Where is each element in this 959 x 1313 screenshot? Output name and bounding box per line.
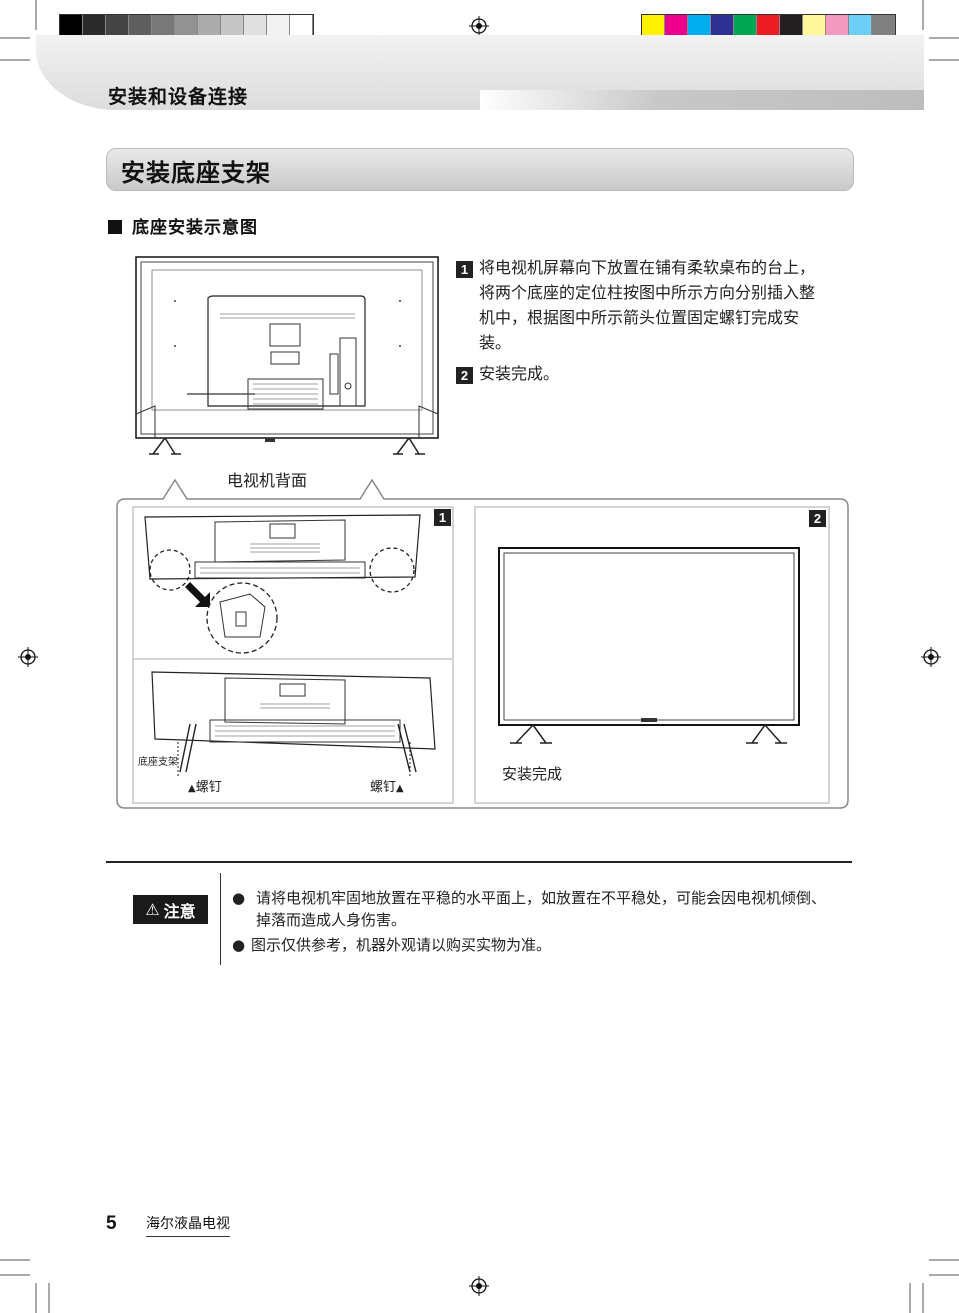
color-swatch [872, 15, 895, 39]
gray-swatch [221, 15, 244, 39]
step-1-line: 机中，根据图中所示箭头位置固定螺钉完成安 [479, 308, 800, 327]
panel-1-badge: 1 [434, 509, 451, 526]
section-title: 安装底座支架 [121, 159, 271, 187]
caution-item: ● 图示仅供参考，机器外观请以购买实物为准。 [232, 934, 852, 956]
gray-swatch [290, 15, 313, 39]
step-2-line: 安装完成。 [479, 364, 560, 383]
gray-swatch [60, 15, 83, 39]
color-swatch [734, 15, 757, 39]
caution-item: ● 请将电视机牢固地放置在平稳的水平面上，如放置在不平稳处，可能会因电视机倾倒、… [232, 887, 852, 931]
gray-swatch [244, 15, 267, 39]
figure-frame [116, 478, 849, 809]
page-number: 5 [106, 1213, 117, 1234]
screw-label-left: ▲螺钉 [188, 776, 222, 795]
installed-tv-illustration [498, 547, 800, 744]
step-2-badge-wrap: 2 [456, 361, 479, 386]
registration-mark-top [469, 16, 489, 36]
step-list: 1 将电视机屏幕向下放置在铺有柔软桌布的台上， 将两个底座的定位柱按图中所示方向… [456, 255, 851, 386]
caution-line: 请将电视机牢固地放置在平稳的水平面上，如放置在不平稳处，可能会因电视机倾倒、 [256, 889, 827, 907]
caution-line: 图示仅供参考，机器外观请以购买实物为准。 [251, 936, 552, 954]
header-band-shade [480, 90, 924, 110]
color-swatch [849, 15, 872, 39]
step-1: 1 将电视机屏幕向下放置在铺有柔软桌布的台上， 将两个底座的定位柱按图中所示方向… [456, 255, 851, 355]
color-swatch [826, 15, 849, 39]
caution-divider [106, 861, 852, 863]
caution-line: 掉落而造成人身伤害。 [256, 911, 407, 929]
panel-2-badge: 2 [809, 510, 826, 527]
color-swatch [780, 15, 803, 39]
step-2: 2 安装完成。 [456, 361, 851, 386]
square-bullet-icon [108, 220, 122, 234]
color-swatch [803, 15, 826, 39]
gray-swatch [106, 15, 129, 39]
step-1-badge: 1 [456, 261, 473, 278]
screw-label-right: 螺钉▲ [370, 776, 404, 795]
screw-left-text: 螺钉 [195, 780, 222, 795]
gray-swatch [83, 15, 106, 39]
arrow-up-icon: ▲ [188, 783, 196, 794]
subsection-title: 底座安装示意图 [132, 218, 258, 238]
gray-swatch [198, 15, 221, 39]
step-1-line: 将两个底座的定位柱按图中所示方向分别插入整 [479, 283, 816, 302]
bullet-dot-icon: ● [232, 936, 246, 954]
step-2-text: 安装完成。 [479, 361, 559, 386]
gray-calibration-bar [59, 14, 314, 40]
stand-screw-illustration [151, 671, 436, 776]
step-1-line: 将电视机屏幕向下放置在铺有柔软桌布的台上， [479, 258, 816, 277]
registration-mark-right [921, 647, 941, 667]
gray-swatch [267, 15, 290, 39]
gray-swatch [175, 15, 198, 39]
install-done-caption: 安装完成 [502, 765, 563, 783]
tv-back-illustration [135, 256, 439, 455]
color-swatch [757, 15, 780, 39]
stand-insert-illustration [144, 514, 421, 654]
step-2-badge: 2 [456, 367, 473, 384]
bullet-dot-icon: ● [232, 889, 246, 907]
caution-item-text: 图示仅供参考，机器外观请以购买实物为准。 [251, 934, 551, 956]
arrow-up-icon: ▲ [396, 783, 404, 794]
warning-triangle-icon: ⚠ [145, 900, 160, 919]
gray-swatch [129, 15, 152, 39]
caution-item-text: 请将电视机牢固地放置在平稳的水平面上，如放置在不平稳处，可能会因电视机倾倒、 掉… [256, 887, 826, 931]
section-title-bar [106, 148, 854, 191]
color-swatch [688, 15, 711, 39]
screw-right-text: 螺钉 [370, 780, 397, 795]
color-swatch [711, 15, 734, 39]
step-1-line: 装。 [479, 333, 512, 352]
tv-back-caption: 电视机背面 [227, 471, 308, 490]
color-swatch [665, 15, 688, 39]
footer-brand: 海尔液晶电视 [146, 1213, 230, 1237]
registration-mark-left [18, 647, 38, 667]
subsection-heading: 底座安装示意图 [108, 213, 258, 238]
step-1-text: 将电视机屏幕向下放置在铺有柔软桌布的台上， 将两个底座的定位柱按图中所示方向分别… [479, 255, 815, 355]
base-stand-label: 底座支架 [138, 757, 178, 768]
caution-vertical-rule [220, 873, 221, 965]
registration-mark-bottom [469, 1276, 489, 1296]
gray-swatch [152, 15, 175, 39]
caution-badge: ⚠注意 [133, 895, 208, 924]
caution-list: ● 请将电视机牢固地放置在平稳的水平面上，如放置在不平稳处，可能会因电视机倾倒、… [232, 887, 852, 956]
chapter-title: 安装和设备连接 [108, 86, 249, 108]
step-1-badge-wrap: 1 [456, 255, 479, 355]
caution-label: 注意 [163, 901, 196, 921]
color-swatch [642, 15, 665, 39]
